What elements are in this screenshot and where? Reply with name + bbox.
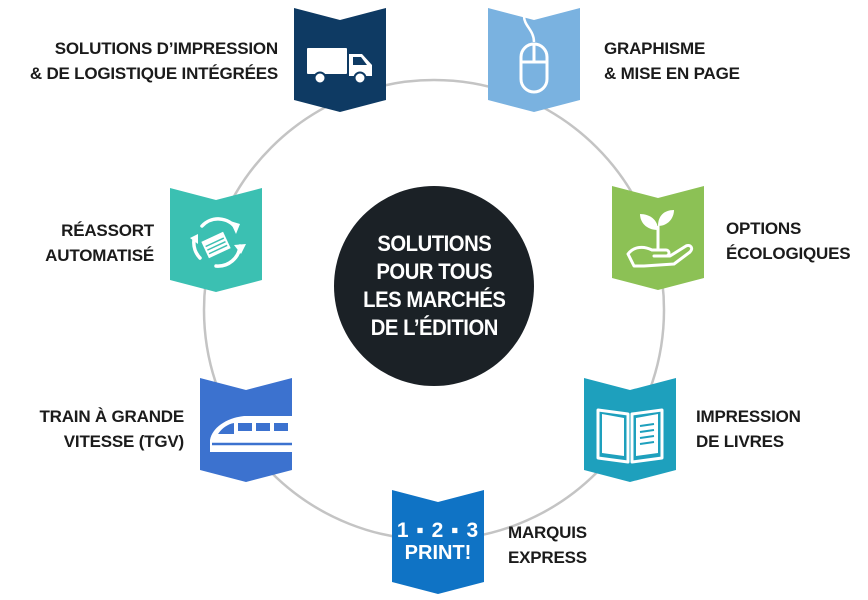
mouse-icon	[519, 15, 549, 94]
label-tgv: TRAIN À GRANDE VITESSE (TGV)	[39, 407, 184, 451]
label-graphic-design: GRAPHISME & MISE EN PAGE	[604, 39, 740, 83]
train-icon	[210, 416, 292, 452]
truck-icon	[307, 48, 372, 85]
center-title: SOLUTIONS POUR TOUS LES MARCHÉS DE L’ÉDI…	[362, 231, 506, 340]
book-printing-badge	[584, 378, 676, 482]
express-badge-shape	[392, 490, 484, 594]
label-logistics: SOLUTIONS D’IMPRESSION & DE LOGISTIQUE I…	[29, 39, 278, 83]
label-express: MARQUIS EXPRESS	[508, 523, 587, 567]
label-eco-options: OPTIONS ÉCOLOGIQUES	[726, 219, 851, 263]
plant-hand-icon	[626, 210, 694, 268]
recycle-book-icon	[190, 217, 246, 268]
eco-options-badge	[612, 186, 704, 290]
logistics-badge	[294, 8, 386, 112]
label-restock: RÉASSORT AUTOMATISÉ	[45, 221, 154, 265]
tgv-badge	[200, 378, 292, 482]
print-logo-icon: 1 ▪ 2 ▪ 3 PRINT!	[392, 490, 484, 594]
print-logo-word: PRINT!	[404, 542, 472, 564]
open-book-icon	[596, 408, 664, 464]
center-circle: SOLUTIONS POUR TOUS LES MARCHÉS DE L’ÉDI…	[334, 186, 534, 386]
label-book-printing: IMPRESSION DE LIVRES	[696, 407, 801, 451]
restock-badge	[170, 188, 262, 292]
graphic-design-badge	[488, 8, 580, 112]
express-badge: 1 ▪ 2 ▪ 3 PRINT!	[392, 490, 484, 594]
print-logo-numbers: 1 ▪ 2 ▪ 3	[396, 519, 480, 542]
book-printing-badge-shape	[584, 378, 676, 482]
